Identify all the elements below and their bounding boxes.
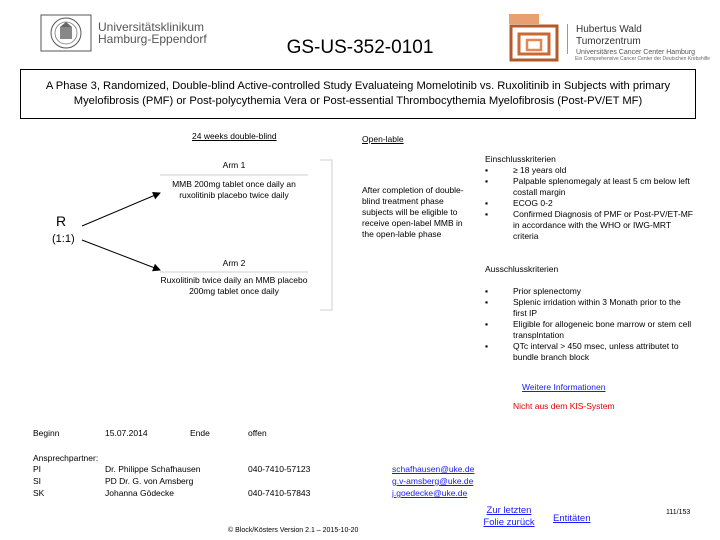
uke-logo-line1: Universitätsklinikum (98, 20, 205, 34)
arm2-title: Arm 2 (222, 258, 246, 268)
more-info-link[interactable]: Weitere Informationen (522, 382, 606, 392)
page-title: GS-US-352-0101 (286, 37, 434, 58)
inclusion-list: ▪≥ 18 years old ▪Palpable splenomegaly a… (485, 165, 695, 242)
exclusion-list: ▪Prior splenectomy ▪Splenic irridation w… (485, 286, 695, 363)
uke-logo: Universitätsklinikum Hamburg-Eppendorf (40, 14, 230, 52)
contact-phone: 040-7410-57123 (248, 464, 311, 474)
randomization-ratio: (1:1) (52, 233, 75, 245)
phase1-label: 24 weeks double-blind (192, 131, 277, 141)
list-item: ▪Splenic irridation within 3 Monath prio… (485, 297, 681, 318)
open-label-bracket (320, 159, 333, 311)
contacts-title: Ansprechpartner: (33, 453, 99, 463)
begin-label: Beginn (33, 428, 60, 438)
inclusion-title: Einschlusskriterien (485, 154, 556, 164)
uke-seal-icon (40, 14, 92, 52)
back-link[interactable]: Zur letzten Folie zurück (474, 505, 544, 529)
contact-role: SI (33, 476, 42, 486)
uke-logo-line2: Hamburg-Eppendorf (98, 32, 207, 46)
randomization-label: R (56, 213, 67, 229)
end-value: offen (248, 428, 267, 438)
begin-date: 15.07.2014 (105, 428, 148, 438)
contact-name: Johanna Gödecke (105, 488, 174, 498)
contact-email[interactable]: schafhausen@uke.de (392, 464, 475, 474)
contact-email[interactable]: j.goedecke@uke.de (392, 488, 468, 498)
exclusion-criteria: Ausschlusskriterien ▪Prior splenectomy ▪… (485, 264, 695, 363)
back-link-line2: Folie zurück (483, 517, 535, 528)
hwtz-logo: Hubertus Wald Tumorzentrum Universitäres… (505, 12, 710, 72)
list-item: ▪QTc interval > 450 msec, unless attribu… (485, 341, 679, 362)
kis-note: Nicht aus dem KIS-System (513, 401, 615, 411)
arrow-to-arm1 (81, 192, 161, 227)
back-link-line1: Zur letzten (486, 505, 532, 516)
hwtz-logo-icon (509, 14, 559, 62)
arrow-to-arm2 (81, 239, 161, 272)
open-label-text: After completion of double-blind treatme… (362, 185, 464, 239)
end-label: Ende (190, 428, 210, 438)
contact-role: SK (33, 488, 45, 498)
arm2-text: Ruxolitinib twice daily an MMB placebo 2… (160, 275, 308, 296)
entities-link[interactable]: Entitäten (553, 513, 591, 524)
list-item: ▪Prior splenectomy (485, 286, 582, 296)
exclusion-title: Ausschlusskriterien (485, 264, 559, 274)
copyright: © Block/Kösters Version 2.1 – 2015-10-20 (228, 527, 359, 534)
hwtz-logo-line2: Universitäres Cancer Center Hamburg (576, 49, 696, 56)
hwtz-logo-sub: Ein Comprehensive Cancer Center der Deut… (575, 56, 711, 62)
arm1-title: Arm 1 (222, 160, 246, 170)
list-item: ▪ECOG 0-2 (485, 198, 553, 208)
list-item: ▪≥ 18 years old (485, 165, 567, 175)
study-title: A Phase 3, Randomized, Double-blind Acti… (45, 80, 671, 107)
contact-phone: 040-7410-57843 (248, 488, 311, 498)
list-item: ▪Confirmed Diagnosis of PMF or Post-PV/E… (485, 209, 693, 241)
contact-name: PD Dr. G. von Amsberg (105, 476, 194, 486)
list-item: ▪Eligible for allogeneic bone marrow or … (485, 319, 692, 340)
list-item: ▪Palpable splenomegaly at least 5 cm bel… (485, 176, 690, 197)
contact-email[interactable]: g.v-amsberg@uke.de (392, 476, 474, 486)
arm1-text: MMB 200mg tablet once daily an ruxolitin… (172, 179, 296, 200)
phase2-label: Open-lable (362, 134, 404, 144)
inclusion-criteria: Einschlusskriterien ▪≥ 18 years old ▪Pal… (485, 154, 695, 242)
page-number: 111/153 (666, 509, 691, 516)
study-title-box: A Phase 3, Randomized, Double-blind Acti… (20, 69, 696, 119)
contact-role: PI (33, 464, 42, 474)
contact-name: Dr. Philippe Schafhausen (105, 464, 201, 474)
hwtz-logo-line1: Hubertus Wald Tumorzentrum (576, 24, 642, 47)
